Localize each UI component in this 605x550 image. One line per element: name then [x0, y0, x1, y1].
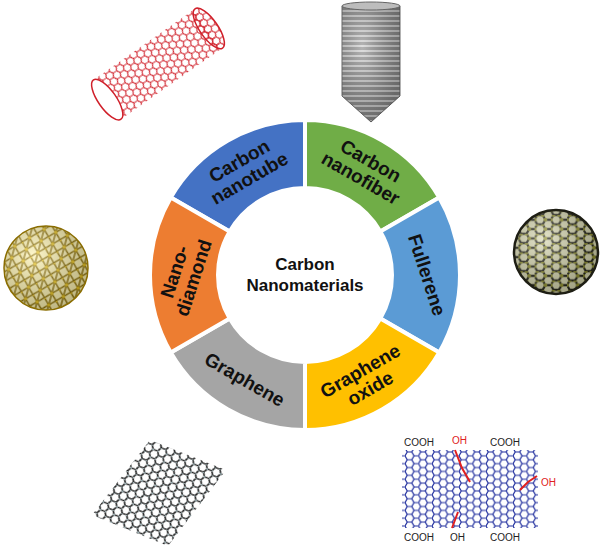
fullerene-figure: [510, 205, 605, 300]
group-label: COOH: [490, 533, 520, 543]
group-label: COOH: [404, 533, 434, 543]
nanofiber-figure: [342, 2, 400, 122]
group-label: COOH: [404, 438, 434, 448]
nanotube-figure: [86, 4, 230, 125]
group-label: COOH: [490, 438, 520, 448]
graphene-oxide-figure: [402, 450, 538, 528]
nanodiamond-figure: [0, 222, 95, 317]
center-title: Carbon Nanomaterials: [235, 254, 375, 297]
segment-fill: [305, 319, 439, 431]
center-circle: Carbon Nanomaterials: [220, 190, 390, 360]
group-label: OH: [541, 478, 556, 488]
tube-end: [86, 75, 128, 125]
group-label: OH: [450, 533, 465, 543]
graphene-figure: [92, 440, 226, 546]
tube-end: [188, 4, 230, 54]
group-label: OH: [452, 436, 467, 446]
